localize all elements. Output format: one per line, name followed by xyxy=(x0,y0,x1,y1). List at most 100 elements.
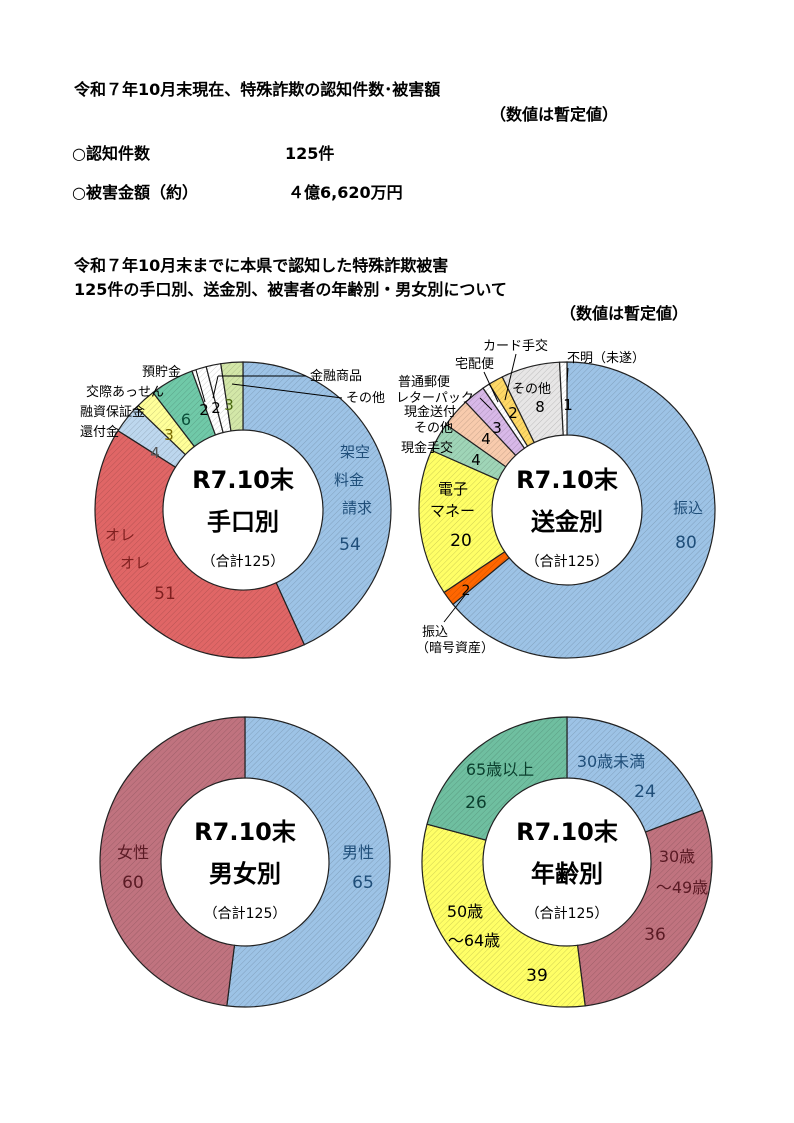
leader-takuhaibin xyxy=(483,371,499,403)
report-note: （数値は暫定値） xyxy=(490,105,619,124)
label-angou-2: （暗号資産） xyxy=(416,640,494,656)
label-futsuu-yubin: 普通郵便 xyxy=(398,375,450,390)
center-title: R7.10末 xyxy=(192,466,295,494)
value-yushi: 3 xyxy=(164,426,174,444)
center-title: R7.10末 xyxy=(194,818,297,846)
label-kaku-3: 請求 xyxy=(342,499,372,517)
center-title: R7.10末 xyxy=(516,818,619,846)
donut-chart-2 xyxy=(418,361,716,659)
value-furikomi: 80 xyxy=(675,533,697,553)
section-title-line1: 令和７年10月末までに本県で認知した特殊詐欺被害 xyxy=(74,256,449,275)
value-kanpu: 4 xyxy=(150,444,160,462)
label-emoney-1: 電子 xyxy=(438,480,468,498)
amount-value: ４億6,620万円 xyxy=(288,183,403,202)
value-female: 60 xyxy=(122,873,144,893)
label-angou-1: 振込 xyxy=(422,625,448,640)
leader-yubin xyxy=(479,397,493,411)
label-kousai: 交際あっせん xyxy=(86,384,164,400)
value-age-50-64: 39 xyxy=(526,966,548,986)
count-value: 125件 xyxy=(285,144,335,163)
slice-hatch-1 xyxy=(567,717,703,833)
slice-hatch-7 xyxy=(483,384,528,449)
value-age-under30: 24 xyxy=(634,782,656,802)
donut-chart-1 xyxy=(94,361,392,659)
value-age-over65: 26 xyxy=(465,793,487,813)
slice-hatch-5 xyxy=(153,371,216,447)
center-subtitle: 男女別 xyxy=(209,860,281,888)
slice-hatch-7 xyxy=(206,363,231,433)
value-genkin-shukou: 4 xyxy=(471,451,481,469)
value-kaku: 54 xyxy=(339,535,361,555)
label-yushi: 融資保証金 xyxy=(80,404,145,420)
leader-kinyu-2 xyxy=(212,375,219,399)
center-total: （合計125） xyxy=(204,906,287,922)
label-age-30-49-a: 30歳 xyxy=(659,847,695,866)
leader-sonota-1 xyxy=(231,383,343,399)
value-kinyu: 2 xyxy=(211,399,221,417)
slice-hatch-3 xyxy=(422,824,586,1007)
center-total: （合計125） xyxy=(202,554,285,570)
slice-hatch-5 xyxy=(446,402,516,467)
slice-hatch-2 xyxy=(95,430,305,658)
slice-hatch-3 xyxy=(118,407,186,468)
center-subtitle: 送金別 xyxy=(531,508,603,536)
label-sonota-1: その他 xyxy=(346,391,385,406)
slice-hatch-1 xyxy=(452,362,716,658)
slice-hatch-8 xyxy=(489,376,535,447)
leader-fumei xyxy=(566,367,569,383)
value-angou: 2 xyxy=(462,583,471,599)
donut-chart-3 xyxy=(99,716,391,1008)
value-yochokin: 2 xyxy=(199,401,209,419)
slice-hatch-4 xyxy=(136,392,195,455)
label-genkin-sonota: その他 xyxy=(414,421,453,436)
center-total: （合計125） xyxy=(526,554,609,570)
slice-hatch-3 xyxy=(418,450,505,593)
leader-card xyxy=(504,353,517,401)
count-label: ○認知件数 xyxy=(72,144,150,163)
value-emoney: 20 xyxy=(450,531,472,551)
value-sonota-1: 3 xyxy=(224,396,234,414)
label-genkin-shukou: 現金手交 xyxy=(401,440,453,456)
label-kinyu: 金融商品 xyxy=(310,368,362,384)
slice-hatch-2 xyxy=(444,551,510,605)
label-oreore-1: オレ xyxy=(105,526,135,544)
label-age-under30: 30歳未満 xyxy=(577,752,645,771)
label-female: 女性 xyxy=(117,843,149,862)
leader-angou xyxy=(443,593,467,623)
label-age-50-64-a: 50歳 xyxy=(447,902,483,921)
label-furikomi: 振込 xyxy=(673,499,703,517)
center-title: R7.10末 xyxy=(516,466,619,494)
slice-hatch-4 xyxy=(431,424,506,480)
label-genkin-soufu: 現金送付 xyxy=(404,404,456,420)
label-takuhaibin: 宅配便 xyxy=(455,357,494,372)
value-kousai: 6 xyxy=(181,410,191,429)
label-kanpu: 還付金 xyxy=(80,424,119,440)
value-age-30-49: 36 xyxy=(644,925,666,945)
label-yochokin: 預貯金 xyxy=(142,364,181,380)
value-yubin: 3 xyxy=(492,419,502,437)
label-age-50-64-b: ～64歳 xyxy=(448,931,500,950)
slice-hatch-8 xyxy=(220,362,243,431)
slice-hatch-6 xyxy=(465,388,525,456)
slice-hatch-4 xyxy=(427,717,567,841)
label-sonota-2: その他 xyxy=(512,382,551,397)
value-sonota-2: 8 xyxy=(535,398,545,416)
slice-hatch-1 xyxy=(243,362,391,645)
slice-hatch-2 xyxy=(100,717,245,1006)
slice-hatch-1 xyxy=(226,717,391,1007)
leader-yochokin xyxy=(195,369,206,403)
label-kaku-2: 料金 xyxy=(334,471,364,489)
label-oreore-2: オレ xyxy=(120,554,150,572)
report-title: 令和７年10月末現在、特殊詐欺の認知件数･被害額 xyxy=(74,80,441,99)
section-title-line2: 125件の手口別、送金別、被害者の年齢別・男女別について xyxy=(74,280,507,299)
label-card: カード手交 xyxy=(483,338,548,354)
label-kaku-1: 架空 xyxy=(340,443,370,461)
donut-chart-4 xyxy=(421,716,713,1008)
value-card: 2 xyxy=(508,404,518,422)
value-genkin-soufu: 4 xyxy=(481,430,491,448)
center-total: （合計125） xyxy=(526,906,609,922)
center-subtitle: 手口別 xyxy=(207,508,279,536)
amount-label: ○被害金額（約） xyxy=(72,183,198,202)
value-male: 65 xyxy=(352,873,374,893)
